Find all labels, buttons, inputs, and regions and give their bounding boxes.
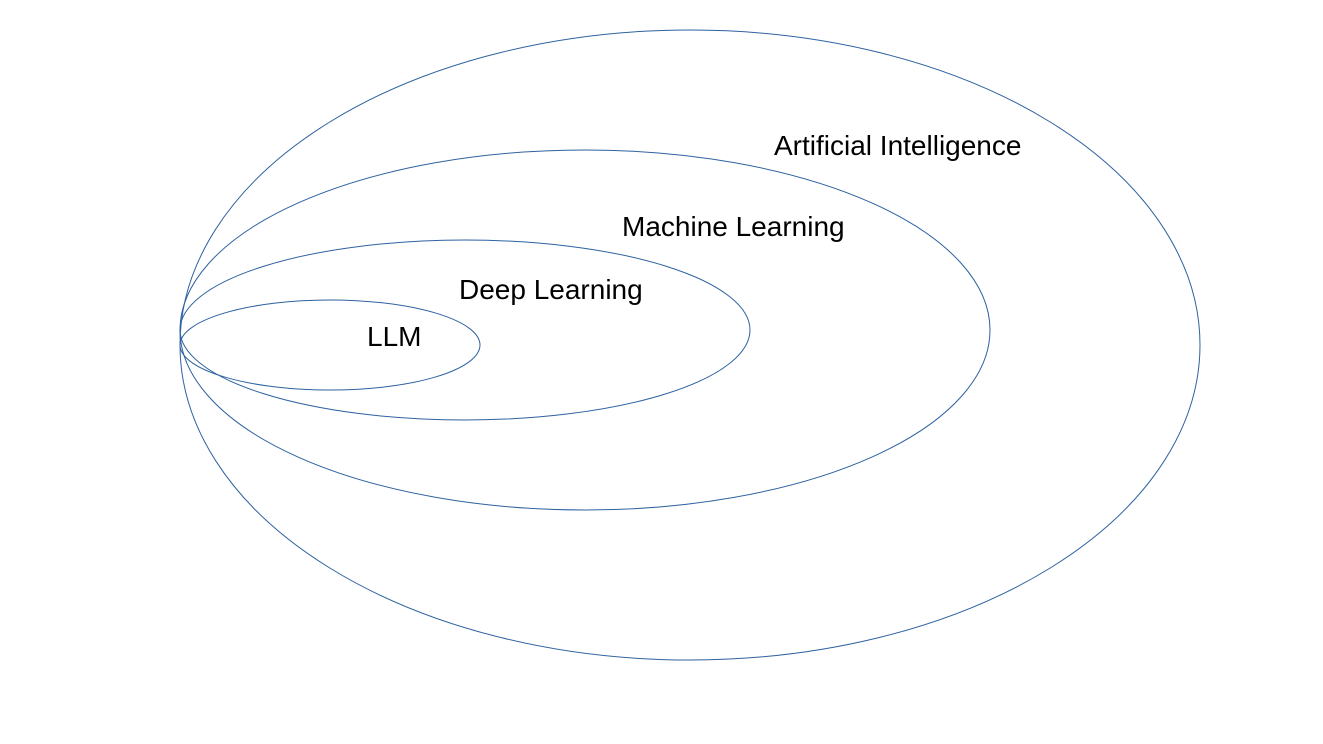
label-llm: LLM <box>367 321 421 352</box>
label-artificial-intelligence: Artificial Intelligence <box>774 130 1021 161</box>
ring-deep-learning: Deep Learning <box>179 239 751 421</box>
ring-outline-artificial-intelligence <box>179 29 1201 661</box>
label-deep-learning: Deep Learning <box>459 274 643 305</box>
ring-artificial-intelligence: Artificial Intelligence <box>179 29 1201 661</box>
ring-outline-llm <box>179 299 481 391</box>
ring-machine-learning: Machine Learning <box>179 149 991 511</box>
ring-outline-deep-learning <box>179 239 751 421</box>
label-machine-learning: Machine Learning <box>622 211 845 242</box>
ring-llm: LLM <box>179 299 481 391</box>
ring-outline-machine-learning <box>179 149 991 511</box>
